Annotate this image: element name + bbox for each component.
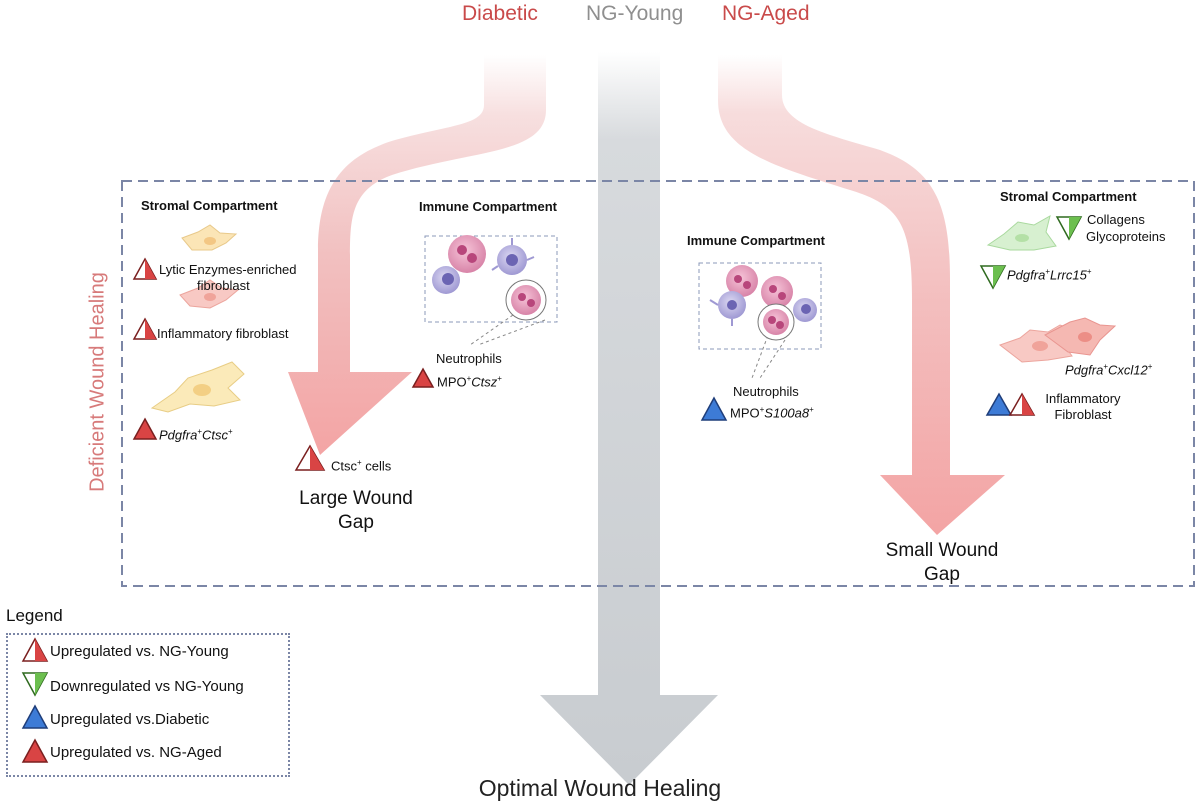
legend-up-vs-ng-aged-icon	[21, 738, 49, 763]
down-vs-ng-young-icon	[979, 265, 1007, 290]
pdgfra-ctsc-label: Pdgfra+Ctsc+	[159, 427, 233, 443]
neutrophil-cell-icon	[505, 279, 547, 321]
up-vs-ng-aged-icon	[411, 367, 435, 388]
up-vs-diabetic-icon	[985, 392, 1013, 416]
dendritic-cell-icon	[709, 291, 746, 326]
legend-item: Downregulated vs NG-Young	[50, 678, 244, 695]
neutrophil-cell-icon	[726, 265, 758, 297]
glycoproteins-label: Glycoproteins	[1086, 229, 1166, 244]
collagens-label: Collagens	[1087, 212, 1145, 227]
neutrophil-cell-icon	[757, 303, 795, 341]
left-callout-line	[469, 314, 514, 346]
diabetic-header: Diabetic	[462, 2, 538, 25]
monocyte-cell-icon	[793, 298, 817, 322]
legend-item: Upregulated vs.Diabetic	[50, 711, 210, 728]
legend-title: Legend	[6, 606, 63, 625]
legend-item: Upregulated vs. NG-Aged	[50, 744, 222, 761]
monocyte-cell-icon	[432, 266, 460, 294]
right-stromal-title: Stromal Compartment	[1000, 189, 1137, 204]
lytic-label-line2: fibroblast	[197, 278, 250, 293]
dendritic-cell-icon	[491, 238, 535, 275]
right-immune-title: Immune Compartment	[687, 233, 825, 248]
mpo-s100a8-label: MPO+S100a8+	[730, 405, 814, 421]
neutrophil-cell-icon	[761, 276, 793, 308]
down-vs-ng-young-icon	[1055, 216, 1083, 241]
legend-down-vs-ng-young-icon	[21, 672, 49, 697]
left-immune-box	[424, 235, 558, 323]
inflammatory-fibroblast-label: Inflammatory fibroblast	[157, 326, 289, 341]
up-vs-ng-young-icon	[132, 317, 158, 340]
pdgfra-cxcl12-label: Pdgfra+Cxcl12+	[1065, 362, 1153, 378]
legend-up-vs-ng-young-icon	[21, 637, 49, 662]
ng-aged-arrow	[718, 55, 1005, 535]
pdgfra-lrrc15-label: Pdgfra+Lrrc15+	[1007, 267, 1092, 283]
left-immune-title: Immune Compartment	[419, 199, 557, 214]
legend-item: Upregulated vs. NG-Young	[50, 643, 229, 660]
lytic-label-line1: Lytic Enzymes-enriched	[159, 262, 297, 277]
deficient-healing-label: Deficient Wound Healing	[86, 272, 109, 492]
up-vs-ng-aged-icon	[132, 417, 158, 440]
up-vs-ng-young-icon	[294, 444, 326, 471]
deficient-healing-box	[121, 180, 1195, 587]
left-stromal-title: Stromal Compartment	[141, 198, 278, 213]
diabetic-arrow	[288, 55, 546, 455]
optimal-wound-healing-label: Optimal Wound Healing	[478, 775, 722, 801]
ng-young-arrow	[540, 52, 718, 785]
ng-young-header: NG-Young	[586, 2, 684, 25]
up-vs-ng-young-icon	[1008, 392, 1036, 416]
right-immune-box	[698, 262, 822, 350]
ng-aged-header: NG-Aged	[722, 2, 810, 25]
left-neutrophils-label: Neutrophils	[436, 351, 502, 366]
legend-box	[6, 633, 290, 777]
legend-up-vs-diabetic-icon	[21, 704, 49, 729]
up-vs-ng-young-icon	[132, 257, 158, 280]
fibroblast-icon	[986, 214, 1057, 251]
right-neutrophils-label: Neutrophils	[733, 384, 799, 399]
neutrophil-cell-icon	[448, 235, 486, 273]
right-callout-line	[759, 339, 786, 379]
ctsc-cells-label: Ctsc+ cells	[331, 458, 392, 474]
mpo-ctsz-label: MPO+Ctsz+	[437, 374, 502, 390]
up-vs-diabetic-icon	[700, 396, 728, 421]
